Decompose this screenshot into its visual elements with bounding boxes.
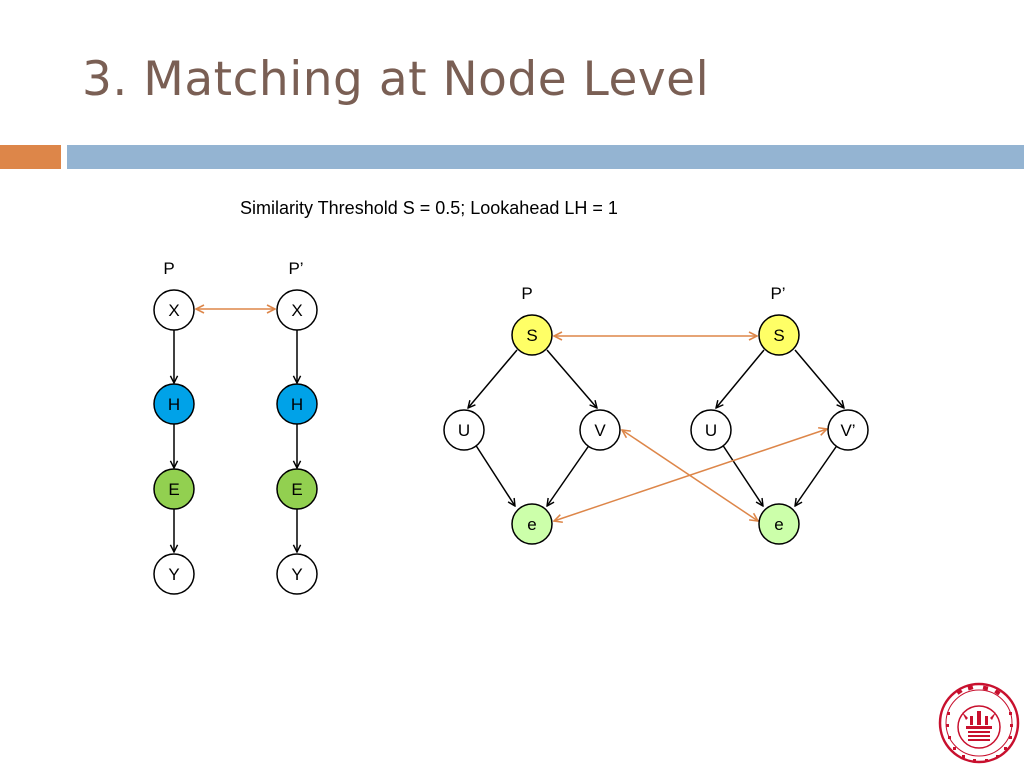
left-p-node-e-label: E bbox=[168, 480, 179, 499]
right-p-edge-v-e bbox=[547, 443, 591, 506]
right-pprime-node-e: e bbox=[758, 503, 800, 545]
right-match-arrow-e-vprime bbox=[554, 429, 827, 521]
left-pprime-node-x: X bbox=[276, 289, 318, 331]
left-pprime-node-x-label: X bbox=[291, 301, 302, 320]
right-graph-label-p: P bbox=[521, 284, 532, 303]
title-divider-bar bbox=[67, 145, 1024, 169]
university-seal-logo bbox=[938, 682, 1020, 764]
left-pprime-node-y: Y bbox=[276, 553, 318, 595]
left-p-node-e: E bbox=[153, 468, 195, 510]
right-pprime-node-v-label: V’ bbox=[840, 421, 855, 440]
right-diagram: P P’ S U V e bbox=[443, 284, 869, 545]
right-p-node-u: U bbox=[443, 409, 485, 451]
left-pprime-node-h: H bbox=[276, 383, 318, 425]
right-pprime-node-u-label: U bbox=[705, 421, 717, 440]
right-pprime-node-s-label: S bbox=[773, 326, 784, 345]
right-p-edge-u-e bbox=[474, 443, 515, 506]
similarity-threshold-caption: Similarity Threshold S = 0.5; Lookahead … bbox=[240, 198, 618, 218]
left-p-node-h-label: H bbox=[168, 395, 180, 414]
right-pprime-node-e-label: e bbox=[774, 515, 783, 534]
right-pprime-edge-v-e bbox=[795, 443, 839, 506]
left-p-node-h: H bbox=[153, 383, 195, 425]
left-pprime-node-y-label: Y bbox=[291, 565, 302, 584]
right-pprime-edge-s-v bbox=[794, 349, 844, 408]
left-pprime-node-h-label: H bbox=[291, 395, 303, 414]
right-p-node-v: V bbox=[579, 409, 621, 451]
right-p-node-s: S bbox=[511, 314, 553, 356]
right-p-edge-s-u bbox=[468, 349, 518, 408]
right-p-node-u-label: U bbox=[458, 421, 470, 440]
right-p-node-e-label: e bbox=[527, 515, 536, 534]
right-p-node-e: e bbox=[511, 503, 553, 545]
right-graph-label-p-prime: P’ bbox=[770, 284, 785, 303]
right-p-edge-s-v bbox=[546, 349, 597, 408]
title-accent-bar bbox=[0, 145, 61, 169]
left-graph-label-p: P bbox=[163, 259, 174, 278]
left-p-node-y: Y bbox=[153, 553, 195, 595]
left-graph-label-p-prime: P’ bbox=[288, 259, 303, 278]
left-diagram: P P’ X H E Y X bbox=[153, 259, 318, 595]
left-p-node-x-label: X bbox=[168, 301, 179, 320]
right-p-node-v-label: V bbox=[594, 421, 606, 440]
left-p-node-y-label: Y bbox=[168, 565, 179, 584]
slide-title: 3. Matching at Node Level bbox=[82, 52, 710, 107]
left-pprime-node-e-label: E bbox=[291, 480, 302, 499]
right-pprime-node-v: V’ bbox=[827, 409, 869, 451]
right-pprime-node-u: U bbox=[690, 409, 732, 451]
right-pprime-node-s: S bbox=[758, 314, 800, 356]
right-pprime-edge-s-u bbox=[716, 349, 765, 408]
right-p-node-s-label: S bbox=[526, 326, 537, 345]
left-p-node-x: X bbox=[153, 289, 195, 331]
left-pprime-node-e: E bbox=[276, 468, 318, 510]
